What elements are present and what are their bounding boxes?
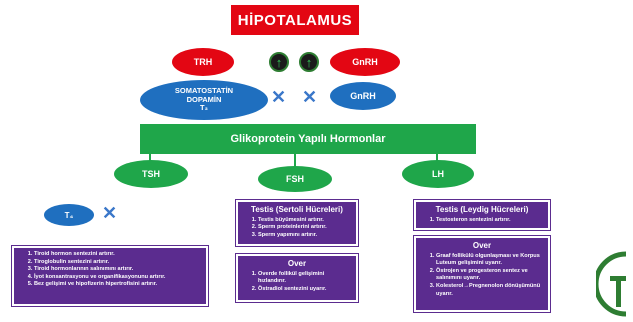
list-item: Testis büyümesini artırır. (258, 217, 350, 225)
list-item: Sperm proteinlerini artırır. (258, 224, 350, 232)
list-item: Tiroid hormonlarının salınımını artırır. (34, 266, 200, 274)
fsh-ovary-title: Over (287, 259, 307, 268)
list-item: İyot konsantrasyonu ve organifikasyonunu… (34, 274, 200, 282)
list-item: Kolesterol→Pregnenolon dönüşümünü uyarır… (436, 283, 542, 298)
glycoprotein-bar: Glikoprotein Yapılı Hormonlar (140, 124, 476, 154)
fsh-ovary-box: Over Overde follikül gelişimini hızlandı… (236, 254, 358, 302)
university-logo (596, 251, 627, 317)
x-mark-icon: ✕ (271, 87, 287, 107)
tsh-effects-box: Tiroid hormon sentezini artırır.Tiroglob… (12, 246, 208, 306)
up-arrow-icon: ↑ (299, 52, 319, 72)
list-item: Östrojen ve progesteron sentez ve salını… (436, 268, 542, 283)
t3-label: T₃ (199, 103, 209, 113)
lh-testis-title: Testis (Leydig Hücreleri) (435, 205, 529, 214)
list-item: Overde follikül gelişimini hızlandırır. (258, 271, 350, 286)
x-mark-icon: ✕ (302, 87, 318, 107)
fsh-ellipse: FSH (258, 166, 332, 192)
fsh-testis-title: Testis (Sertoli Hücreleri) (251, 205, 343, 214)
x-mark-icon: ✕ (102, 203, 118, 223)
fsh-testis-list: Testis büyümesini artırır.Sperm proteinl… (244, 217, 350, 240)
lh-ellipse: LH (402, 160, 474, 188)
list-item: Tiroid hormon sentezini artırır. (34, 251, 200, 259)
t4-ellipse: T₄ (44, 204, 94, 226)
dopamine-label: DOPAMİN (186, 94, 222, 104)
trh-ellipse: TRH (172, 48, 234, 76)
hypothalamus-title: HİPOTALAMUS (231, 5, 359, 35)
tsh-effects-list: Tiroid hormon sentezini artırır.Tiroglob… (20, 251, 200, 289)
lh-ovary-list: Graaf follikülü olgunlaşması ve Korpus L… (422, 253, 542, 298)
somatostatin-dopamine-ellipse: SOMATOSTATİN DOPAMİN T₃ (140, 80, 268, 120)
list-item: Tiroglobulin sentezini artırır. (34, 259, 200, 267)
somatostatin-label: SOMATOSTATİN (174, 86, 234, 96)
list-item: Östradiol sentezini uyarır. (258, 286, 350, 294)
lh-ovary-title: Over (472, 241, 492, 250)
lh-testis-box: Testis (Leydig Hücreleri) Testosteron se… (414, 200, 550, 230)
list-item: Bez gelişimi ve hipofizerin hipertrofisi… (34, 281, 200, 289)
lh-testis-list: Testosteron sentezini artırır. (422, 217, 542, 225)
fsh-ovary-list: Overde follikül gelişimini hızlandırır.Ö… (244, 271, 350, 294)
gnrh-red-ellipse: GnRH (330, 48, 400, 76)
tsh-ellipse: TSH (114, 160, 188, 188)
gnrh-blue-ellipse: GnRH (330, 82, 396, 110)
lh-ovary-box: Over Graaf follikülü olgunlaşması ve Kor… (414, 236, 550, 312)
list-item: Testosteron sentezini artırır. (436, 217, 542, 225)
list-item: Graaf follikülü olgunlaşması ve Korpus L… (436, 253, 542, 268)
list-item: Sperm yapımını artırır. (258, 232, 350, 240)
up-arrow-icon: ↑ (269, 52, 289, 72)
fsh-testis-box: Testis (Sertoli Hücreleri) Testis büyüme… (236, 200, 358, 246)
